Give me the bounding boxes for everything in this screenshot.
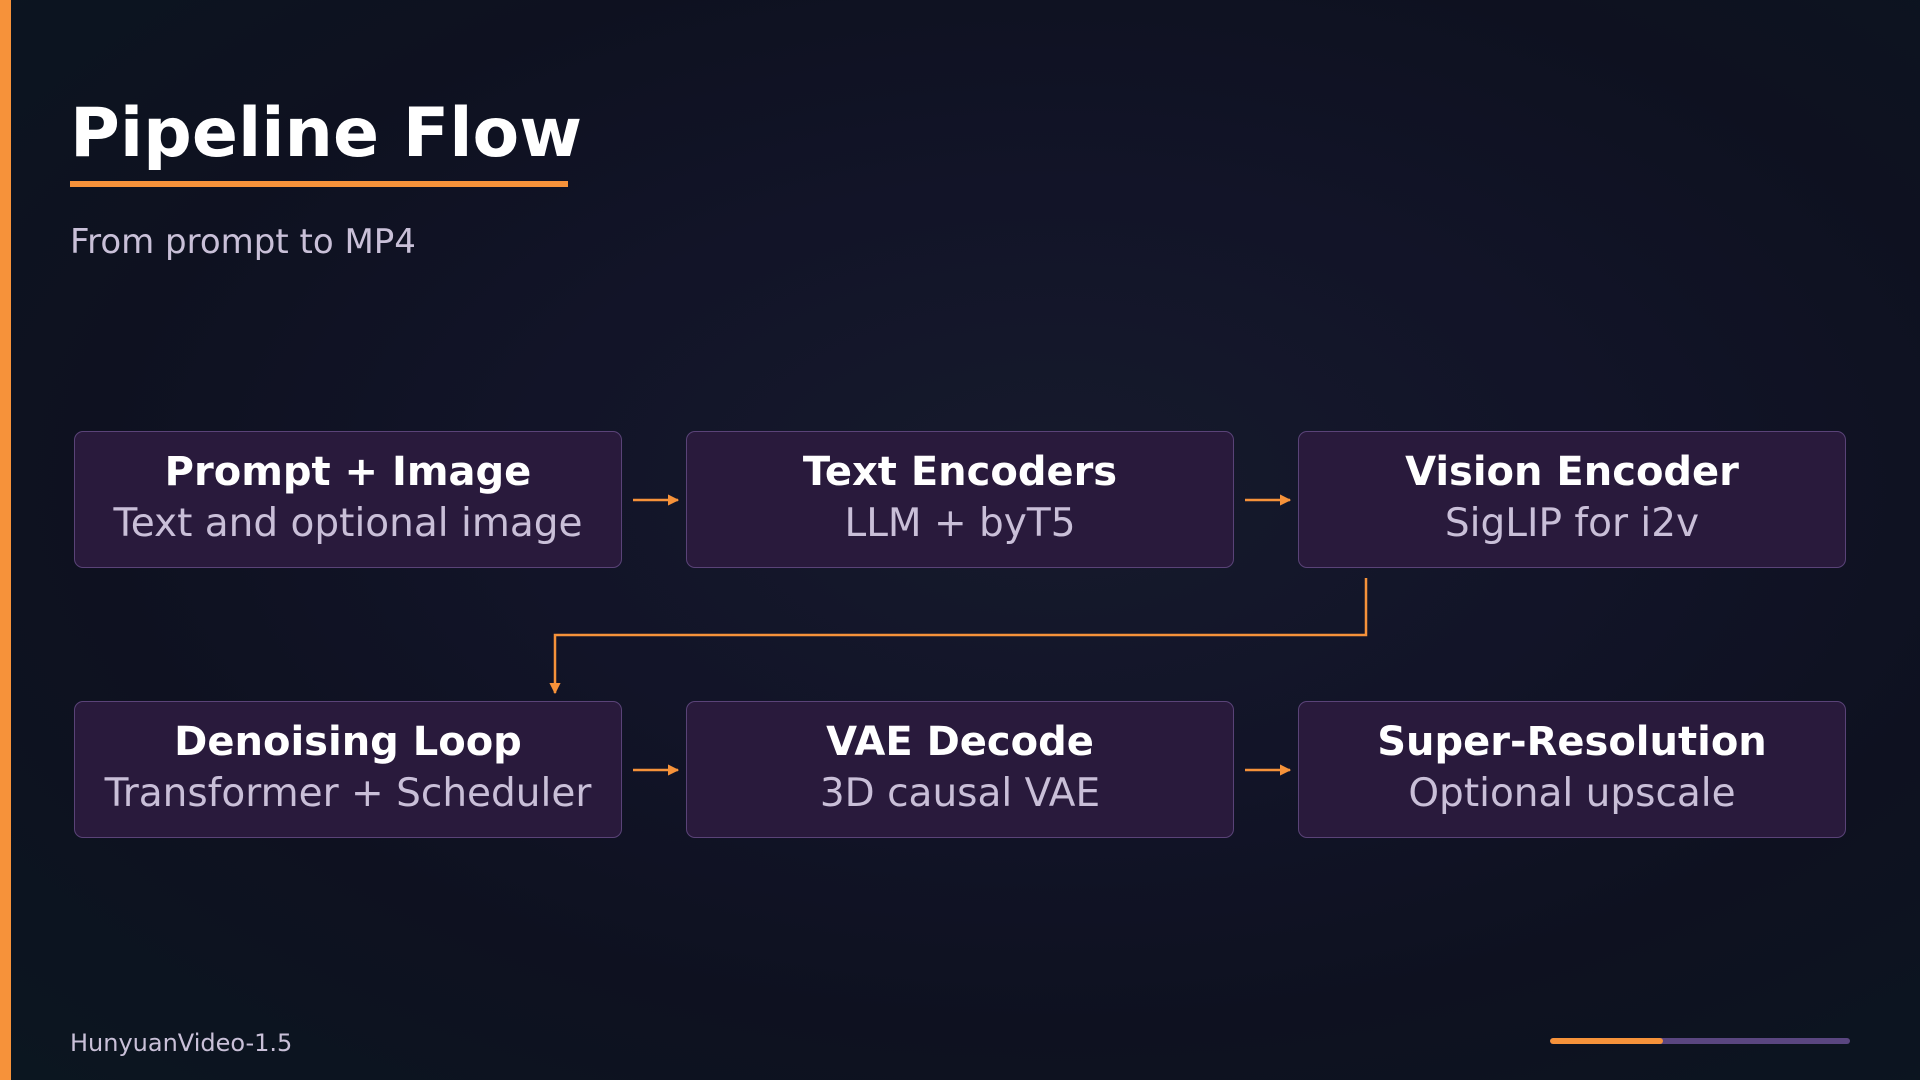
node-title: Super-Resolution <box>1377 719 1767 765</box>
node-description: 3D causal VAE <box>819 771 1101 816</box>
node-vae-decode: VAE Decode 3D causal VAE <box>686 701 1234 838</box>
page-title: Pipeline Flow <box>70 94 583 173</box>
node-description: Optional upscale <box>1408 771 1736 816</box>
page-subtitle: From prompt to MP4 <box>70 222 416 262</box>
node-prompt-image: Prompt + Image Text and optional image <box>74 431 622 568</box>
title-underline <box>70 181 568 187</box>
node-super-resolution: Super-Resolution Optional upscale <box>1298 701 1846 838</box>
accent-bar <box>0 0 11 1080</box>
node-description: Text and optional image <box>113 501 583 546</box>
node-title: Vision Encoder <box>1405 449 1739 495</box>
node-description: SigLIP for i2v <box>1444 501 1700 546</box>
node-vision-encoder: Vision Encoder SigLIP for i2v <box>1298 431 1846 568</box>
node-title: VAE Decode <box>826 719 1094 765</box>
node-description: LLM + byT5 <box>844 501 1076 546</box>
node-title: Text Encoders <box>802 449 1118 495</box>
slide-progress-bar <box>1550 1038 1850 1044</box>
node-text-encoders: Text Encoders LLM + byT5 <box>686 431 1234 568</box>
node-title: Denoising Loop <box>174 719 522 765</box>
footer-label: HunyuanVideo-1.5 <box>70 1029 293 1057</box>
arrow-3-4 <box>549 578 1368 695</box>
node-title: Prompt + Image <box>164 449 532 495</box>
node-denoising-loop: Denoising Loop Transformer + Scheduler <box>74 701 622 838</box>
node-description: Transformer + Scheduler <box>104 771 592 816</box>
slide-progress-fill <box>1550 1038 1663 1044</box>
